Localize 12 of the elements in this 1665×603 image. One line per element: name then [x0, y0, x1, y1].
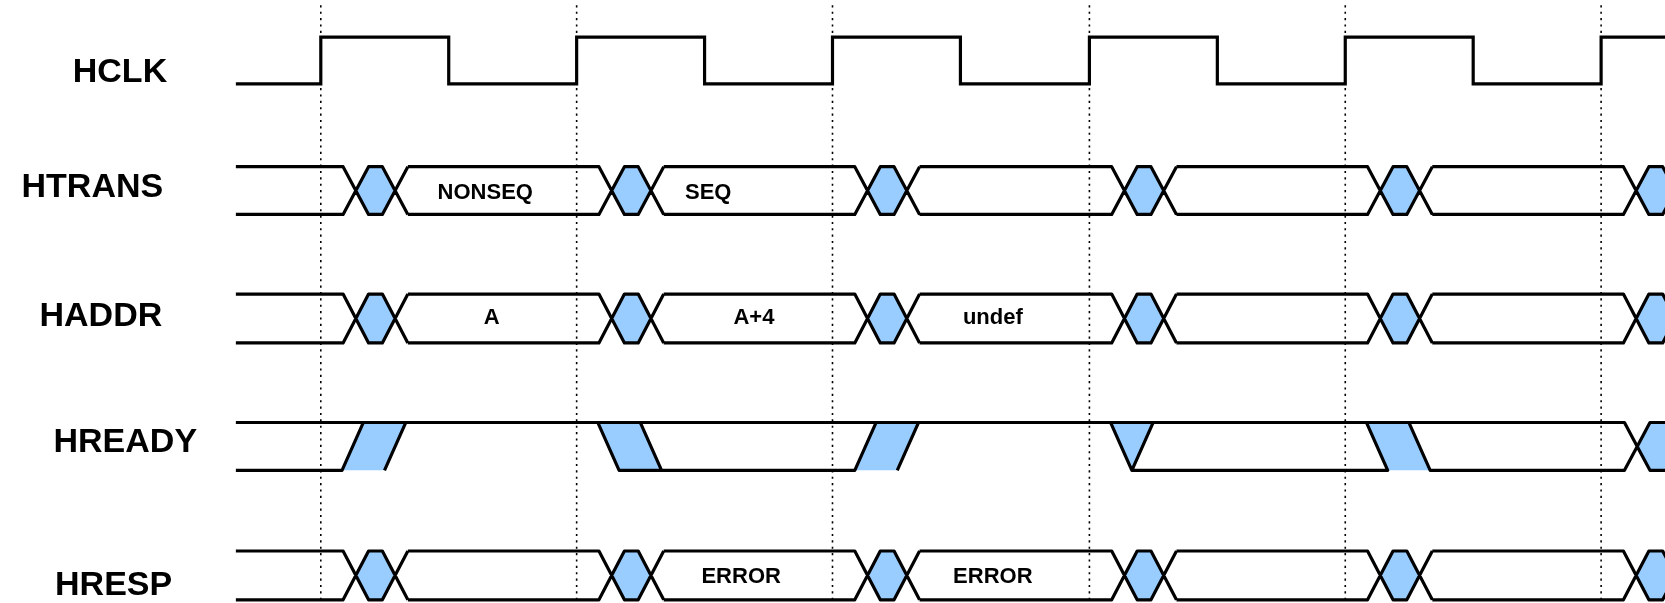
signal-name: HTRANS	[21, 167, 164, 202]
signal-name: HRESP	[55, 565, 173, 600]
signal-value: A+4	[733, 306, 775, 329]
signal-value: NONSEQ	[437, 181, 533, 204]
signal-value: A	[483, 306, 500, 329]
signal-value: undef	[962, 306, 1023, 329]
signal-value: ERROR	[701, 564, 781, 587]
signal-value: ERROR	[953, 564, 1033, 587]
signal-name: HADDR	[39, 297, 163, 332]
signal-name: HREADY	[53, 422, 198, 457]
signal-value: SEQ	[685, 181, 732, 204]
signal-name: HCLK	[72, 53, 168, 88]
